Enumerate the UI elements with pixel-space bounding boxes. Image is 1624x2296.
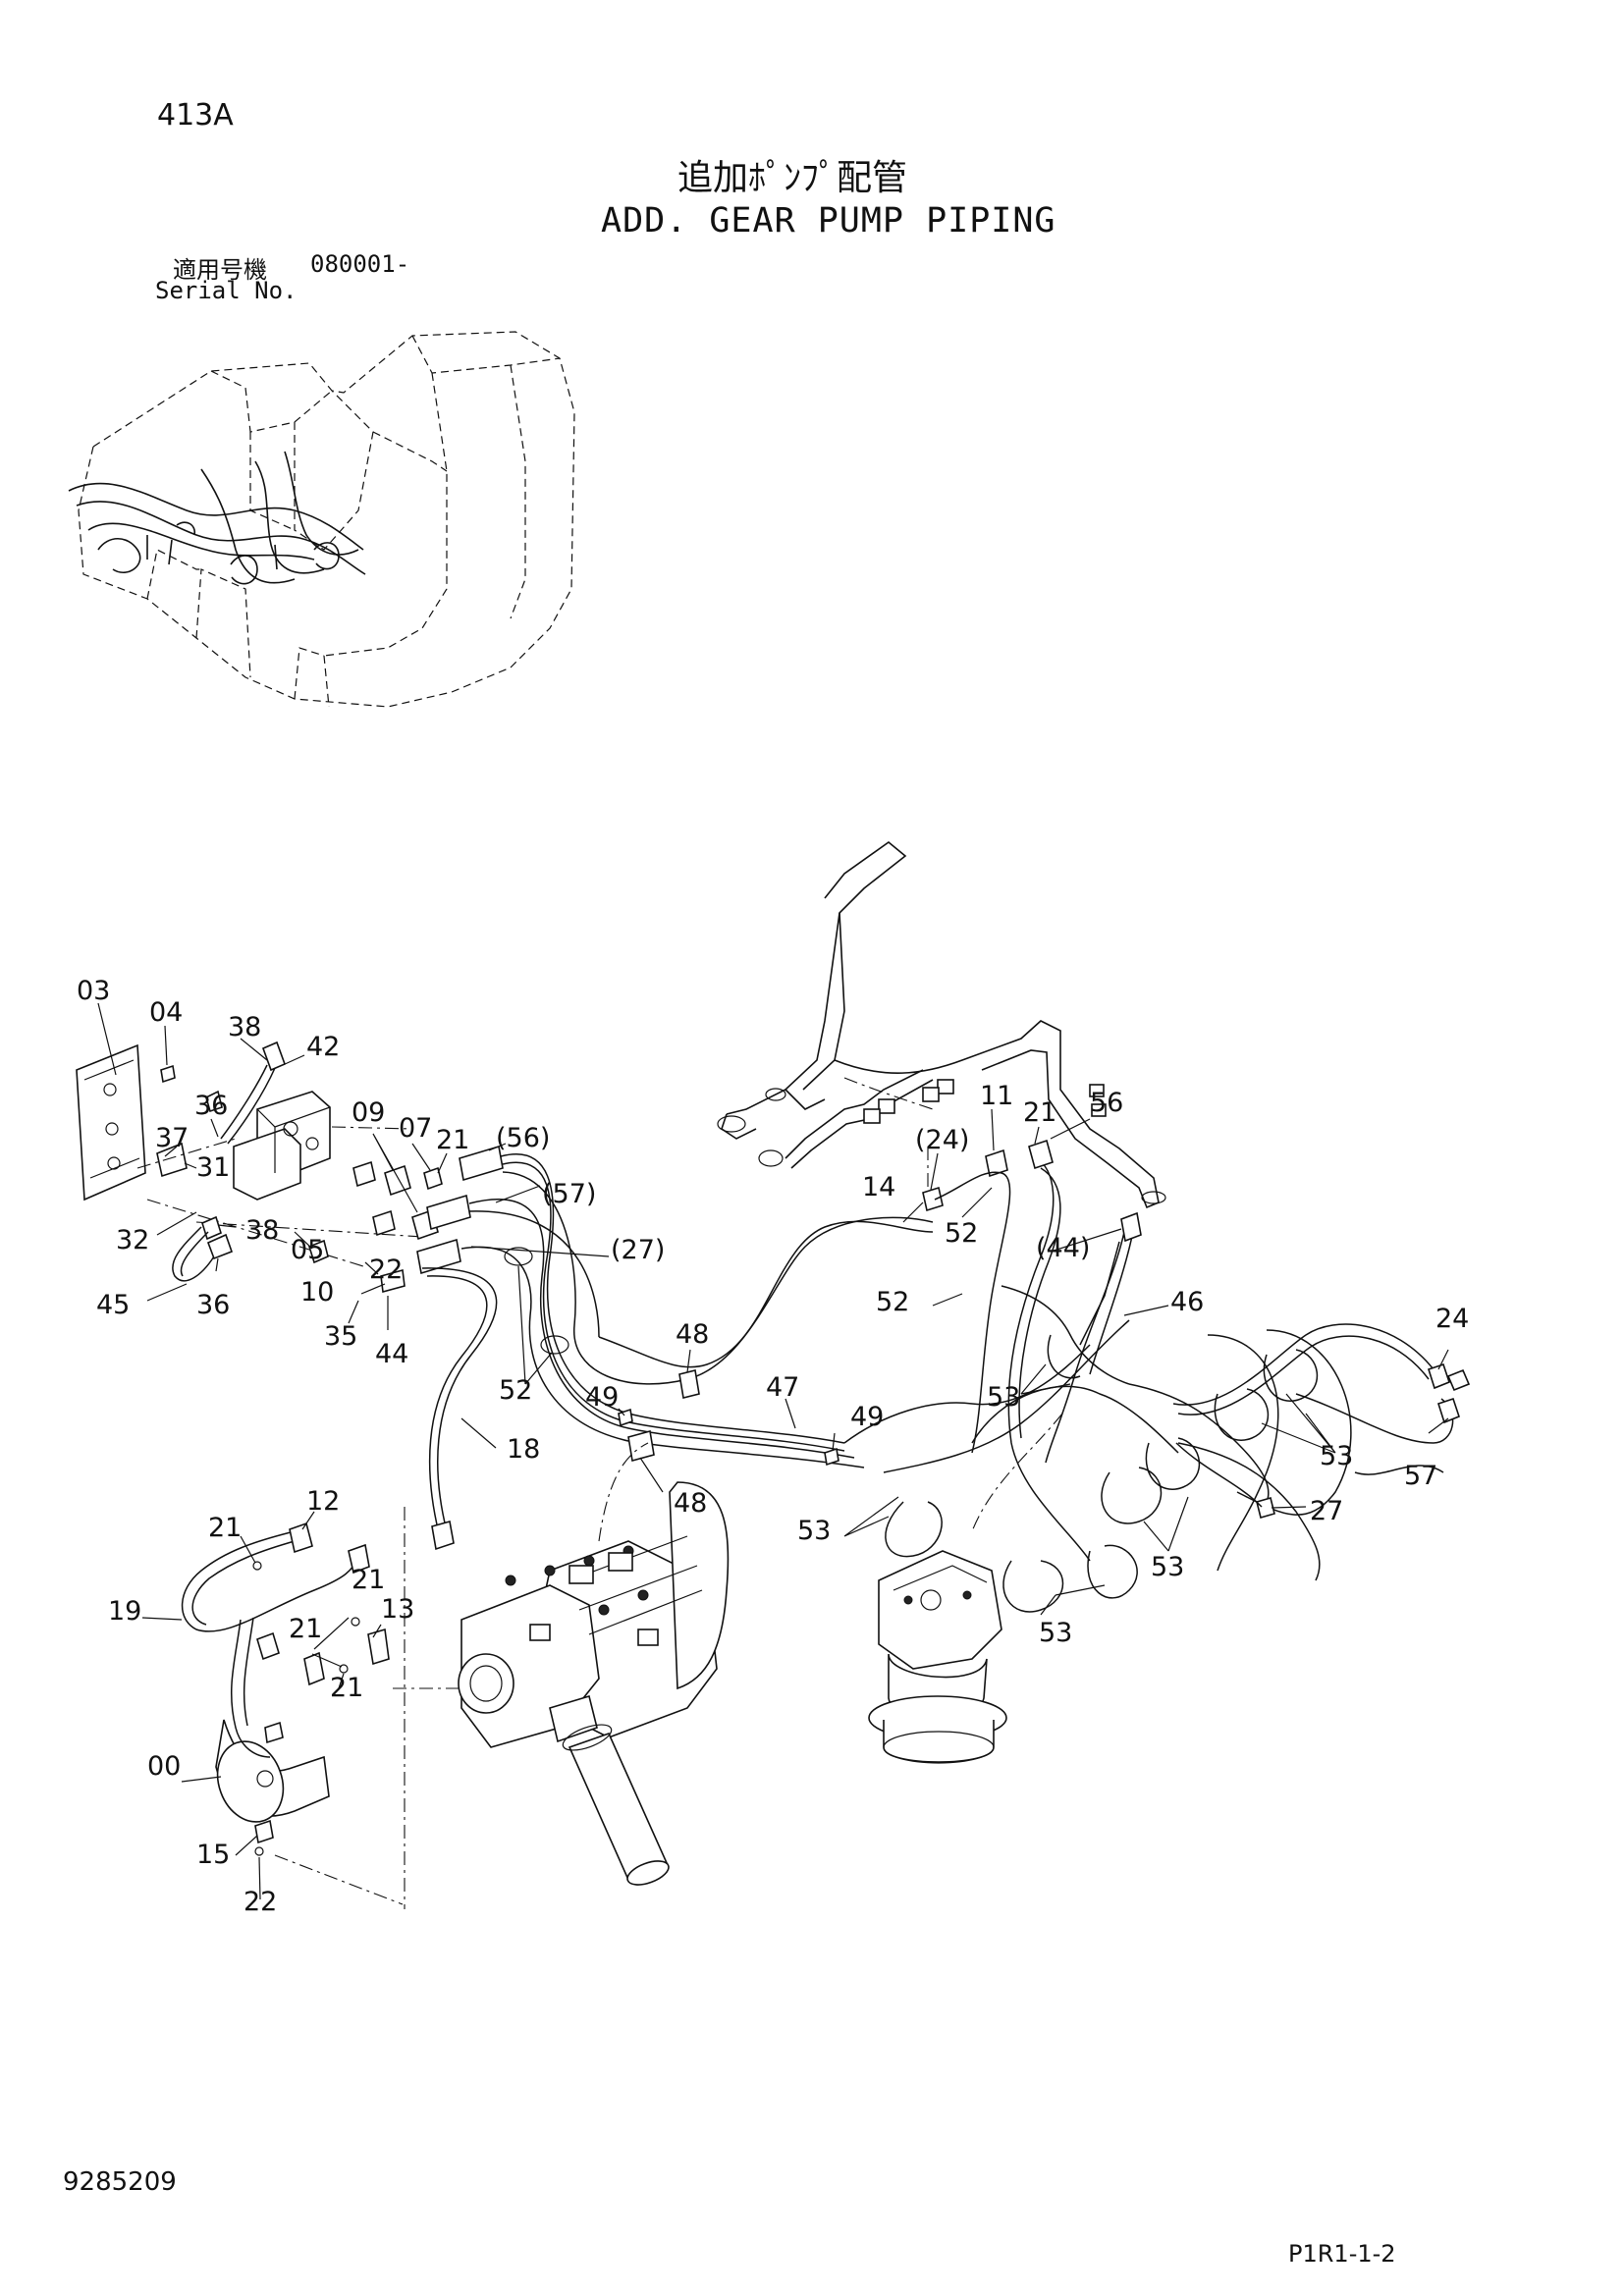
callouts: 03 04 38 42 36 37 31 32 38 05 45 36 09 0… xyxy=(77,976,1469,1917)
callout-21: 21 xyxy=(289,1614,322,1644)
callout-04: 04 xyxy=(149,997,183,1028)
callout-32: 32 xyxy=(116,1225,149,1255)
callout-13: 13 xyxy=(381,1594,414,1625)
callout-53: 53 xyxy=(1151,1552,1184,1582)
callout-27: 27 xyxy=(1310,1496,1343,1526)
document-number: 9285209 xyxy=(63,2167,177,2197)
page-title: ADD. GEAR PUMP PIPING xyxy=(601,201,1056,240)
callout-36: 36 xyxy=(196,1290,230,1320)
callout-36: 36 xyxy=(194,1091,228,1121)
callout-12: 12 xyxy=(306,1486,340,1517)
callout-49: 49 xyxy=(850,1402,884,1432)
callout-18: 18 xyxy=(507,1434,540,1465)
hose-bundle xyxy=(380,1145,934,1551)
callout-05: 05 xyxy=(291,1235,324,1265)
callout-15: 15 xyxy=(196,1840,230,1870)
callout-46: 46 xyxy=(1170,1287,1204,1317)
callout-21: 21 xyxy=(352,1565,385,1595)
cooler-piping xyxy=(181,1507,461,1909)
machine-overview xyxy=(68,331,575,708)
callout-21: 21 xyxy=(1023,1097,1056,1128)
callout-35: 35 xyxy=(324,1321,357,1352)
callout-21: 21 xyxy=(330,1673,363,1703)
callout-11: 11 xyxy=(980,1081,1013,1111)
callout-48: 48 xyxy=(676,1319,709,1350)
main-pump xyxy=(458,1442,730,1886)
callout-24-ref: (24) xyxy=(915,1125,969,1155)
swing-motor xyxy=(868,1550,1007,1764)
callout-44: 44 xyxy=(375,1339,408,1369)
serial-label-jp: 適用号機 xyxy=(173,256,267,284)
callout-52: 52 xyxy=(945,1218,978,1249)
callout-21: 21 xyxy=(208,1513,242,1543)
leader-lines xyxy=(97,1002,1449,1900)
callout-52: 52 xyxy=(876,1287,909,1317)
callout-53: 53 xyxy=(1039,1618,1072,1648)
serial-value: 080001- xyxy=(310,250,410,278)
section-code: 413A xyxy=(157,98,234,133)
callout-47: 47 xyxy=(766,1372,799,1403)
right-hoses xyxy=(843,1139,1471,1613)
upper-pipe-assembly xyxy=(717,840,1166,1209)
callout-56: 56 xyxy=(1090,1088,1123,1118)
callout-07: 07 xyxy=(399,1113,432,1144)
callout-03: 03 xyxy=(77,976,110,1006)
callout-57-ref: (57) xyxy=(542,1179,596,1209)
callout-56-ref: (56) xyxy=(496,1123,550,1153)
callout-31: 31 xyxy=(196,1152,230,1183)
callout-53: 53 xyxy=(987,1382,1020,1413)
callout-38: 38 xyxy=(228,1012,261,1042)
callout-27-ref: (27) xyxy=(611,1235,665,1265)
callout-45: 45 xyxy=(96,1290,130,1320)
callout-53: 53 xyxy=(797,1516,831,1546)
serial-label: Serial No. xyxy=(155,277,298,304)
callout-52: 52 xyxy=(499,1375,532,1406)
callout-42: 42 xyxy=(306,1032,340,1062)
callout-14: 14 xyxy=(862,1172,895,1202)
valve-block-assembly xyxy=(76,1041,423,1282)
callout-19: 19 xyxy=(108,1596,141,1627)
callout-38: 38 xyxy=(245,1215,279,1246)
callout-24: 24 xyxy=(1435,1304,1469,1334)
callout-22: 22 xyxy=(369,1255,403,1285)
callout-53: 53 xyxy=(1320,1441,1353,1471)
callout-00: 00 xyxy=(147,1751,181,1782)
page-title-jp: 追加ﾎﾟﾝﾌﾟ配管 xyxy=(677,158,908,198)
callout-44-ref: (44) xyxy=(1036,1233,1090,1263)
callout-49: 49 xyxy=(585,1382,619,1413)
callout-48: 48 xyxy=(674,1488,707,1519)
callout-10: 10 xyxy=(300,1277,334,1308)
callout-37: 37 xyxy=(155,1123,189,1153)
page-code: P1R1-1-2 xyxy=(1288,2240,1396,2268)
callout-22: 22 xyxy=(244,1887,277,1917)
callout-21: 21 xyxy=(436,1125,469,1155)
callout-09: 09 xyxy=(352,1097,385,1128)
callout-57: 57 xyxy=(1404,1461,1437,1491)
